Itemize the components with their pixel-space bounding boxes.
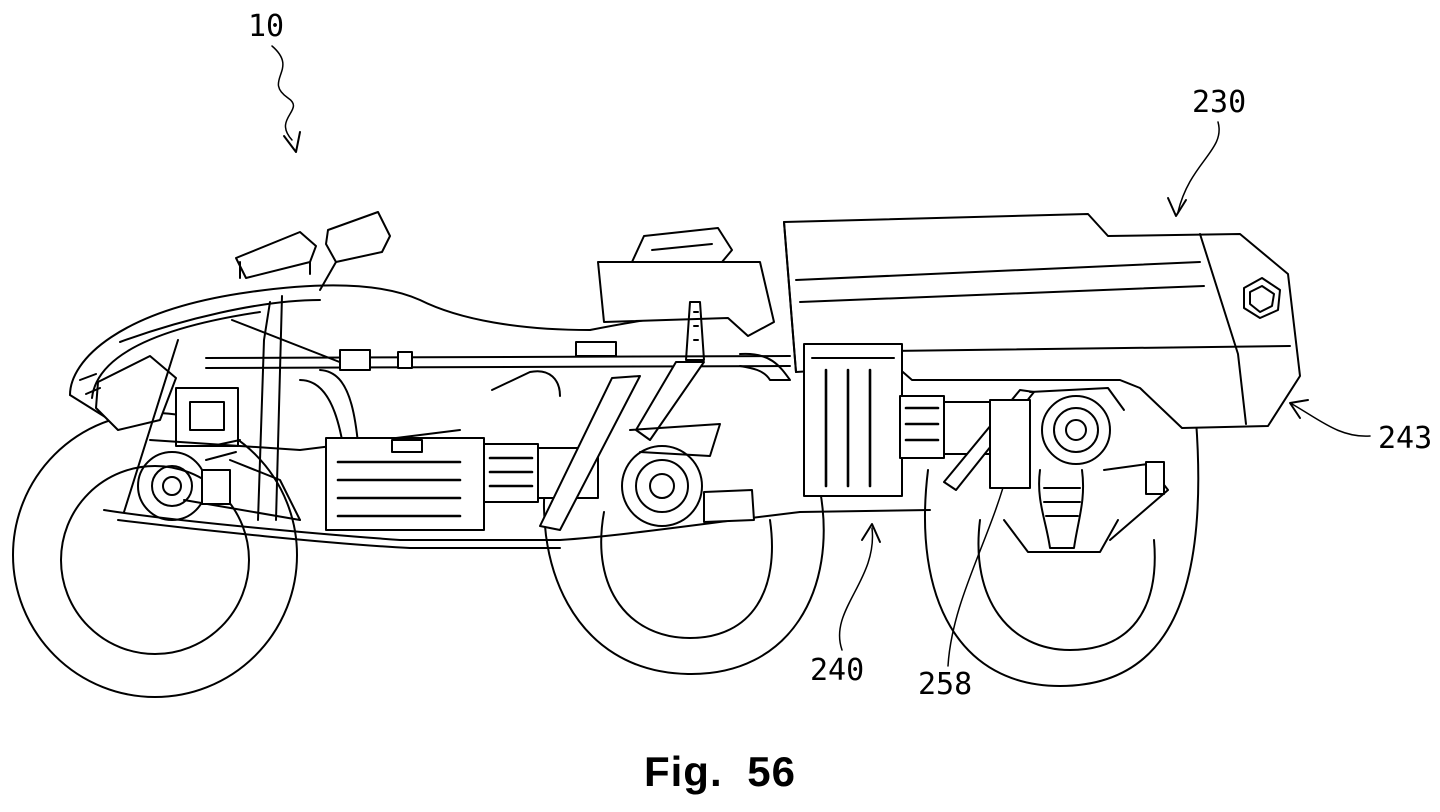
battery-pack-rear xyxy=(803,343,993,497)
ref-label-body: 230 xyxy=(1192,85,1246,120)
leader-body xyxy=(1177,121,1220,213)
front-rack xyxy=(79,355,239,447)
vehicle-drawing xyxy=(12,211,1301,698)
arrow-panel xyxy=(1289,399,1309,419)
figure-caption: Fig. 56 xyxy=(0,748,1440,796)
leader-vehicle xyxy=(271,45,295,141)
ref-label-frame: 240 xyxy=(810,653,864,688)
leader-frame xyxy=(838,527,874,651)
middle-wheel xyxy=(543,459,825,676)
rear-wheel xyxy=(924,419,1200,687)
handlebar-assembly xyxy=(235,211,391,291)
front-motor xyxy=(137,439,241,521)
arrow-vehicle xyxy=(283,131,301,153)
figure-caption-prefix: Fig. xyxy=(643,748,723,795)
arrow-frame xyxy=(861,523,881,543)
leader-panel xyxy=(1291,403,1371,437)
rear-suspension xyxy=(943,387,1169,553)
front-fender xyxy=(69,284,591,421)
chassis-frame xyxy=(103,295,931,549)
seat xyxy=(589,227,775,337)
ref-label-vehicle: 10 xyxy=(248,9,284,44)
arrow-body xyxy=(1167,197,1187,217)
figure-caption-number: 56 xyxy=(747,748,797,795)
ref-label-panel: 243 xyxy=(1378,421,1432,456)
ref-label-suspension: 258 xyxy=(918,667,972,702)
leader-suspension xyxy=(947,469,1009,667)
mid-suspension xyxy=(539,301,755,531)
